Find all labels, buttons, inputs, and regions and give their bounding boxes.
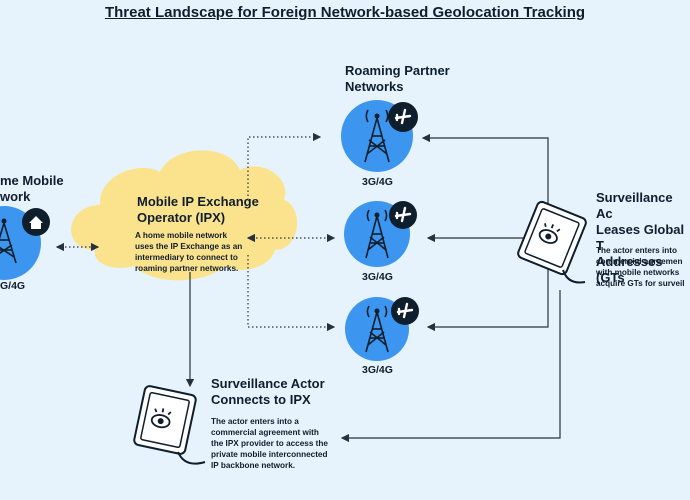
ipx-roaming-top-link (247, 132, 322, 200)
leases-roaming-top-link (421, 133, 549, 208)
roaming-title: Roaming Partner Networks (345, 63, 450, 94)
surveillance-monitor-icon (517, 200, 587, 276)
actor-leases-title: Surveillance Ac Leases Global T Addresse… (596, 190, 685, 285)
roaming-tower-tech: 3G/4G (362, 271, 393, 283)
actor-leases-description: The actor enters into commercial agreeme… (596, 246, 685, 288)
ipx-title: Mobile IP Exchange Operator (IPX) (137, 194, 259, 225)
house-icon (22, 208, 50, 236)
actor-connects-title: Surveillance Actor Connects to IPX (211, 376, 325, 407)
ipx-roaming-bottom-link (247, 255, 336, 332)
home-network-title: me Mobile work (0, 173, 64, 204)
ipx-description: A home mobile network uses the IP Exchan… (135, 231, 243, 273)
ipx-cloud (71, 150, 298, 281)
actor-connects-description: The actor enters into a commercial agree… (211, 417, 328, 470)
airplane-icon (388, 102, 418, 132)
airplane-icon (389, 201, 417, 229)
home-network-tech: G/4G (0, 280, 26, 292)
surveillance-monitor-icon (133, 385, 197, 455)
roaming-tower-tech: 3G/4G (362, 176, 393, 188)
leases-actor-link (340, 290, 561, 443)
roaming-tower-tech: 3G/4G (362, 364, 393, 376)
monitor-cable (562, 269, 586, 284)
page-title: Threat Landscape for Foreign Network-bas… (104, 4, 586, 21)
monitor-cable (177, 451, 206, 465)
airplane-icon (391, 297, 419, 325)
leases-roaming-bottom-link (426, 262, 549, 332)
